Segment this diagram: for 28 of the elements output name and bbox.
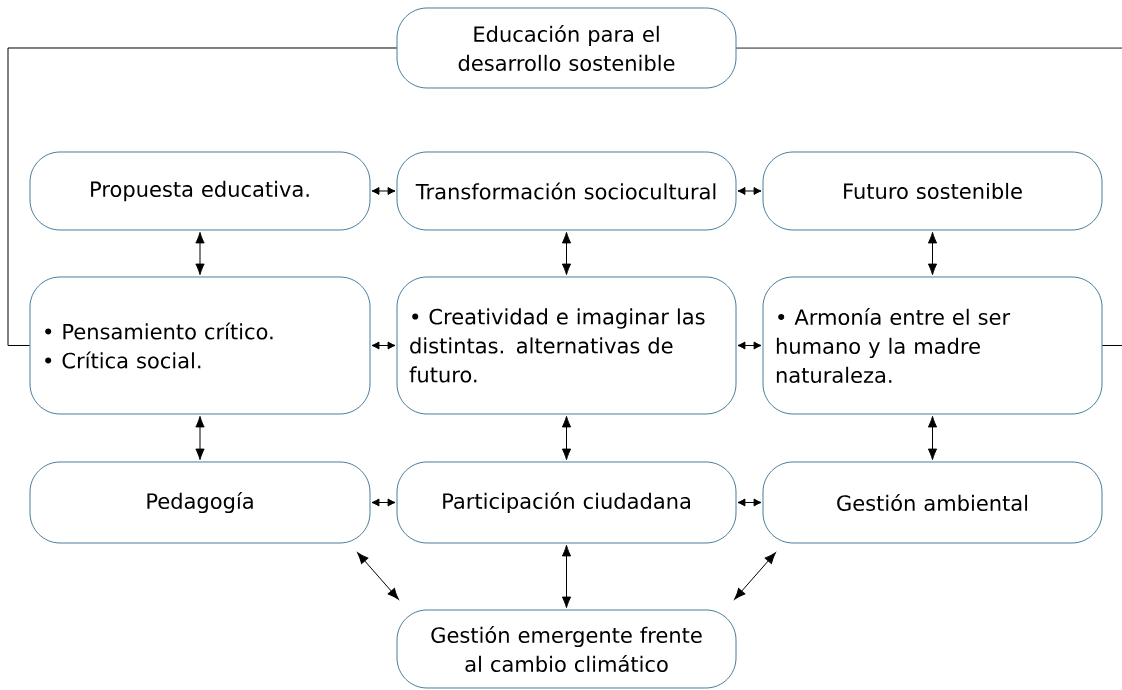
rounded-box: • Pensamiento crítico. • Crítica social. xyxy=(29,276,371,415)
arrow xyxy=(737,341,762,350)
arrow xyxy=(371,187,396,195)
arrow xyxy=(195,231,205,276)
arrow xyxy=(371,498,396,507)
rounded-box: Transformación sociocultural xyxy=(396,151,737,231)
rounded-box: Pedagogía xyxy=(29,461,371,544)
rounded-box: Futuro sostenible xyxy=(762,151,1103,231)
rounded-box: Participación ciudadana xyxy=(396,461,737,544)
rounded-box: Propuesta educativa. xyxy=(29,151,371,231)
arrow xyxy=(195,415,205,461)
rounded-box: Gestión emergente frente al cambio climático xyxy=(396,609,737,689)
arrow xyxy=(561,231,572,276)
connector-line xyxy=(735,47,1122,346)
arrow xyxy=(357,552,399,600)
arrow xyxy=(371,341,396,350)
arrow xyxy=(737,187,762,195)
rounded-box: Gestión ambiental xyxy=(762,461,1103,544)
rounded-box: Educación para el desarrollo sostenible xyxy=(396,7,737,89)
rounded-box: • Creatividad e imaginar las distintas. alternativas de futuro. xyxy=(396,276,737,415)
arrow xyxy=(927,231,938,276)
arrow xyxy=(734,552,776,600)
arrow xyxy=(561,544,572,609)
arrow xyxy=(927,415,938,461)
arrow xyxy=(737,498,762,507)
rounded-box: • Armonía entre el ser humano y la madre naturaleza. xyxy=(762,276,1103,415)
connector-line xyxy=(7,47,398,346)
arrow xyxy=(561,415,572,461)
